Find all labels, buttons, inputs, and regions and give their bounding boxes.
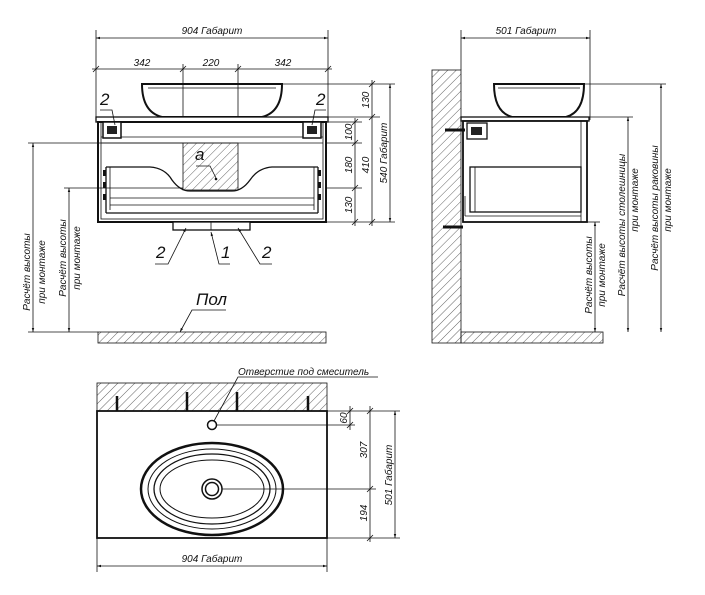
basin-calc-line2: при монтаже	[663, 168, 674, 232]
dim-body-height: 410	[361, 156, 372, 173]
callout-a: a	[195, 145, 204, 164]
callout-2-top-left: 2	[99, 90, 110, 109]
floor-label: Пол	[196, 290, 227, 309]
wall-hatch	[431, 69, 462, 344]
front-view: 904 Габарит 342 220 342	[22, 25, 395, 344]
segment-right-label: 342	[275, 58, 292, 69]
height-calc-1-line2: при монтаже	[37, 240, 48, 304]
overall-width-label: 904 Габарит	[182, 25, 243, 37]
floor-hatch	[97, 331, 327, 344]
basin-calc-line1: Расчёт высоты раковины	[650, 145, 661, 271]
side-depth-label: 501 Габарит	[496, 25, 557, 37]
top-depth-label: 501 Габарит	[383, 445, 395, 506]
dim-hole-offset: 60	[339, 412, 350, 424]
height-calc-2-line2: при монтаже	[72, 226, 83, 290]
vessel-basin	[140, 83, 284, 118]
countertop-plan	[96, 410, 328, 539]
dim-basin-height: 130	[361, 91, 372, 108]
height-calc-2-line1: Расчёт высоты	[58, 219, 69, 297]
top-wall-hatch	[96, 382, 328, 412]
segment-mid-label: 220	[202, 58, 220, 69]
side-height-calc-line2: при монтаже	[597, 243, 608, 307]
countertop-calc-line1: Расчёт высоты столешницы	[617, 153, 628, 296]
callout-1: 1	[221, 243, 230, 262]
callout-2-bottom-right: 2	[261, 243, 272, 262]
dim-to-drain: 307	[359, 441, 370, 458]
top-width-label: 904 Габарит	[182, 553, 243, 565]
dim-drain-front: 194	[359, 504, 370, 521]
side-vessel-basin	[492, 83, 586, 118]
top-view: Отверстие под смеситель 60 307 194 501 Г…	[96, 367, 400, 572]
dim-bottom-height: 130	[344, 196, 355, 213]
drawer-cutout	[106, 166, 318, 192]
overall-height-label: 540 Габарит	[378, 123, 390, 184]
height-calc-1-line1: Расчёт высоты	[22, 233, 33, 311]
dim-mid-height: 180	[344, 156, 355, 173]
side-floor-hatch	[460, 331, 604, 344]
countertop-calc-line2: при монтаже	[630, 168, 641, 232]
callout-2-top-right: 2	[315, 90, 326, 109]
base-bracket	[172, 221, 251, 231]
segment-left-label: 342	[134, 58, 151, 69]
side-drawer	[469, 166, 582, 213]
mixer-hole-label: Отверстие под смеситель	[238, 367, 369, 378]
side-height-calc-line1: Расчёт высоты	[584, 236, 595, 314]
side-view: 501 Габарит Расчёт высоты при монтаже Ра…	[431, 25, 674, 344]
callout-2-bottom-left: 2	[155, 243, 166, 262]
dim-top-height: 100	[344, 123, 355, 140]
